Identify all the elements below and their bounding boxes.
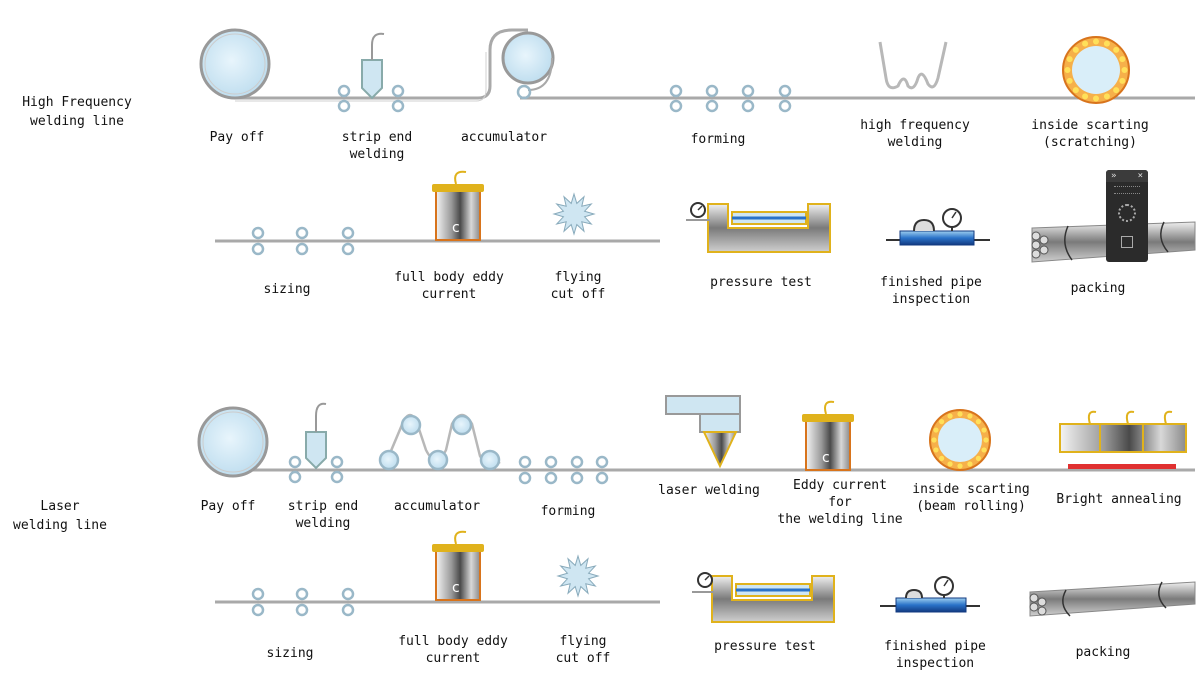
scarting-dot [933,447,939,453]
laser-inspection-label: finished pipe inspection [884,639,986,671]
scarting-dot [1072,87,1079,94]
grip-handle[interactable] [1114,186,1140,194]
laser-flying-cut-label: flying cut off [555,634,611,666]
scarting-dot [975,419,981,425]
scarting-dot [957,463,963,469]
scarting-dot [1093,38,1099,45]
scarting-dot [939,455,945,461]
laser-sizing-label: sizing [266,646,314,661]
laser-welding-head-icon [665,395,741,469]
scarting-dot [939,419,945,425]
scarting-dot [947,461,953,467]
scarting-dot [1093,95,1099,102]
scarting-dot [1082,40,1089,47]
laser-flying-saw-icon [556,554,600,598]
scarting-dot [1064,67,1071,73]
hf-accumulator-icon [501,31,555,100]
laser-pressure-test-icon [692,572,835,623]
laser-inside-scarting-icon [929,409,991,471]
scarting-dot [1121,67,1128,73]
laser-strip-end-label: strip end welding [287,499,359,531]
scarting-dot [1119,56,1126,63]
hf-strip-end-welder-icon [337,32,405,113]
copy-icon[interactable] [1121,236,1133,248]
laser-accumulator-icon [378,413,501,471]
hf-line-name: High Frequency welding line [22,95,132,129]
hf-flying-saw-icon [552,192,596,236]
laser-pressure-test-label: pressure test [714,639,816,654]
scarting-dot [981,427,987,433]
scarting-dot [967,461,973,467]
laser-payoff-label: Pay off [200,499,256,514]
scarting-dot [933,427,939,433]
scarting-dot [1119,77,1126,84]
scarting-dot [1072,46,1079,53]
laser-accumulator-label: accumulator [393,499,481,514]
laser-forming-rollers-icon [518,455,609,485]
hf-induction-coil-icon [878,41,948,90]
laser-row2: c [215,530,1196,623]
hf-sizing-rollers-icon [251,226,355,256]
hf-pressure-test-icon [686,202,831,253]
bright-annealing-label: Bright annealing [1056,492,1182,507]
scarting-dot [1066,56,1073,63]
scarting-dot [1113,87,1120,94]
hf-accumulator-label: accumulator [460,130,548,145]
hf-row2: c [215,170,1196,263]
scarting-dot [967,413,973,419]
hf-welding-label: high frequency welding [860,118,970,150]
expand-icon[interactable]: » [1111,171,1117,181]
scarting-dot [931,437,937,443]
floating-tool-panel[interactable]: »× [1106,170,1148,262]
hf-forming-rollers-icon [669,84,792,113]
hf-scarting-label: inside scarting (scratching) [1031,118,1149,150]
hf-eddy-label: full body eddy current [394,270,504,302]
hf-pressure-test-label: pressure test [710,275,812,290]
hf-inside-scarting-icon [1062,36,1130,104]
scarting-dot [1113,46,1120,53]
scarting-dot [975,455,981,461]
scarting-dot [1066,77,1073,84]
hf-eddy-current-icon: c [432,170,484,241]
svg-text:c: c [452,220,460,236]
laser-strip-end-welder-icon [288,402,344,484]
laser-line-name: Laser welding line [13,499,107,533]
scarting-dot [1103,93,1110,100]
scarting-dot [947,413,953,419]
hf-payoff-label: Pay off [209,130,265,145]
scarting-dot [1103,40,1110,47]
scarting-dot [983,437,989,443]
scarting-dot [981,447,987,453]
laser-eddy-current-icon: c [802,400,854,471]
laser-packing-bundle-icon [1029,581,1196,617]
scarting-dot [957,411,963,417]
scarting-dot [1082,93,1089,100]
hf-inspection-icon [886,208,990,246]
laser-forming-label: forming [540,504,596,519]
laser-inspection-icon [880,576,980,613]
laser-eddy-label: full body eddy current [398,634,508,666]
laser-full-eddy-icon: c [432,530,484,601]
close-icon[interactable]: × [1137,171,1143,181]
hf-flying-cut-label: flying cut off [550,270,606,302]
hf-payoff-coil-icon [199,28,271,100]
settings-dial-icon[interactable] [1118,204,1136,222]
laser-packing-label: packing [1075,645,1131,660]
hf-row1 [199,28,1195,113]
bright-annealing-icon [1059,410,1187,469]
svg-text:c: c [822,450,830,466]
hf-packing-label: packing [1070,281,1126,296]
laser-row1: c [197,395,1195,485]
svg-text:c: c [452,580,460,596]
laser-eddy-weld-label: Eddy current for the welding line [777,478,903,527]
hf-forming-label: forming [690,132,746,147]
laser-welding-label: laser welding [658,483,760,498]
laser-payoff-coil-icon [197,406,269,478]
hf-inspection-label: finished pipe inspection [880,275,982,307]
laser-sizing-rollers-icon [251,587,355,617]
laser-scarting-label: inside scarting (beam rolling) [912,482,1030,514]
hf-sizing-label: sizing [263,282,311,297]
hf-strip-end-label: strip end welding [341,130,413,162]
